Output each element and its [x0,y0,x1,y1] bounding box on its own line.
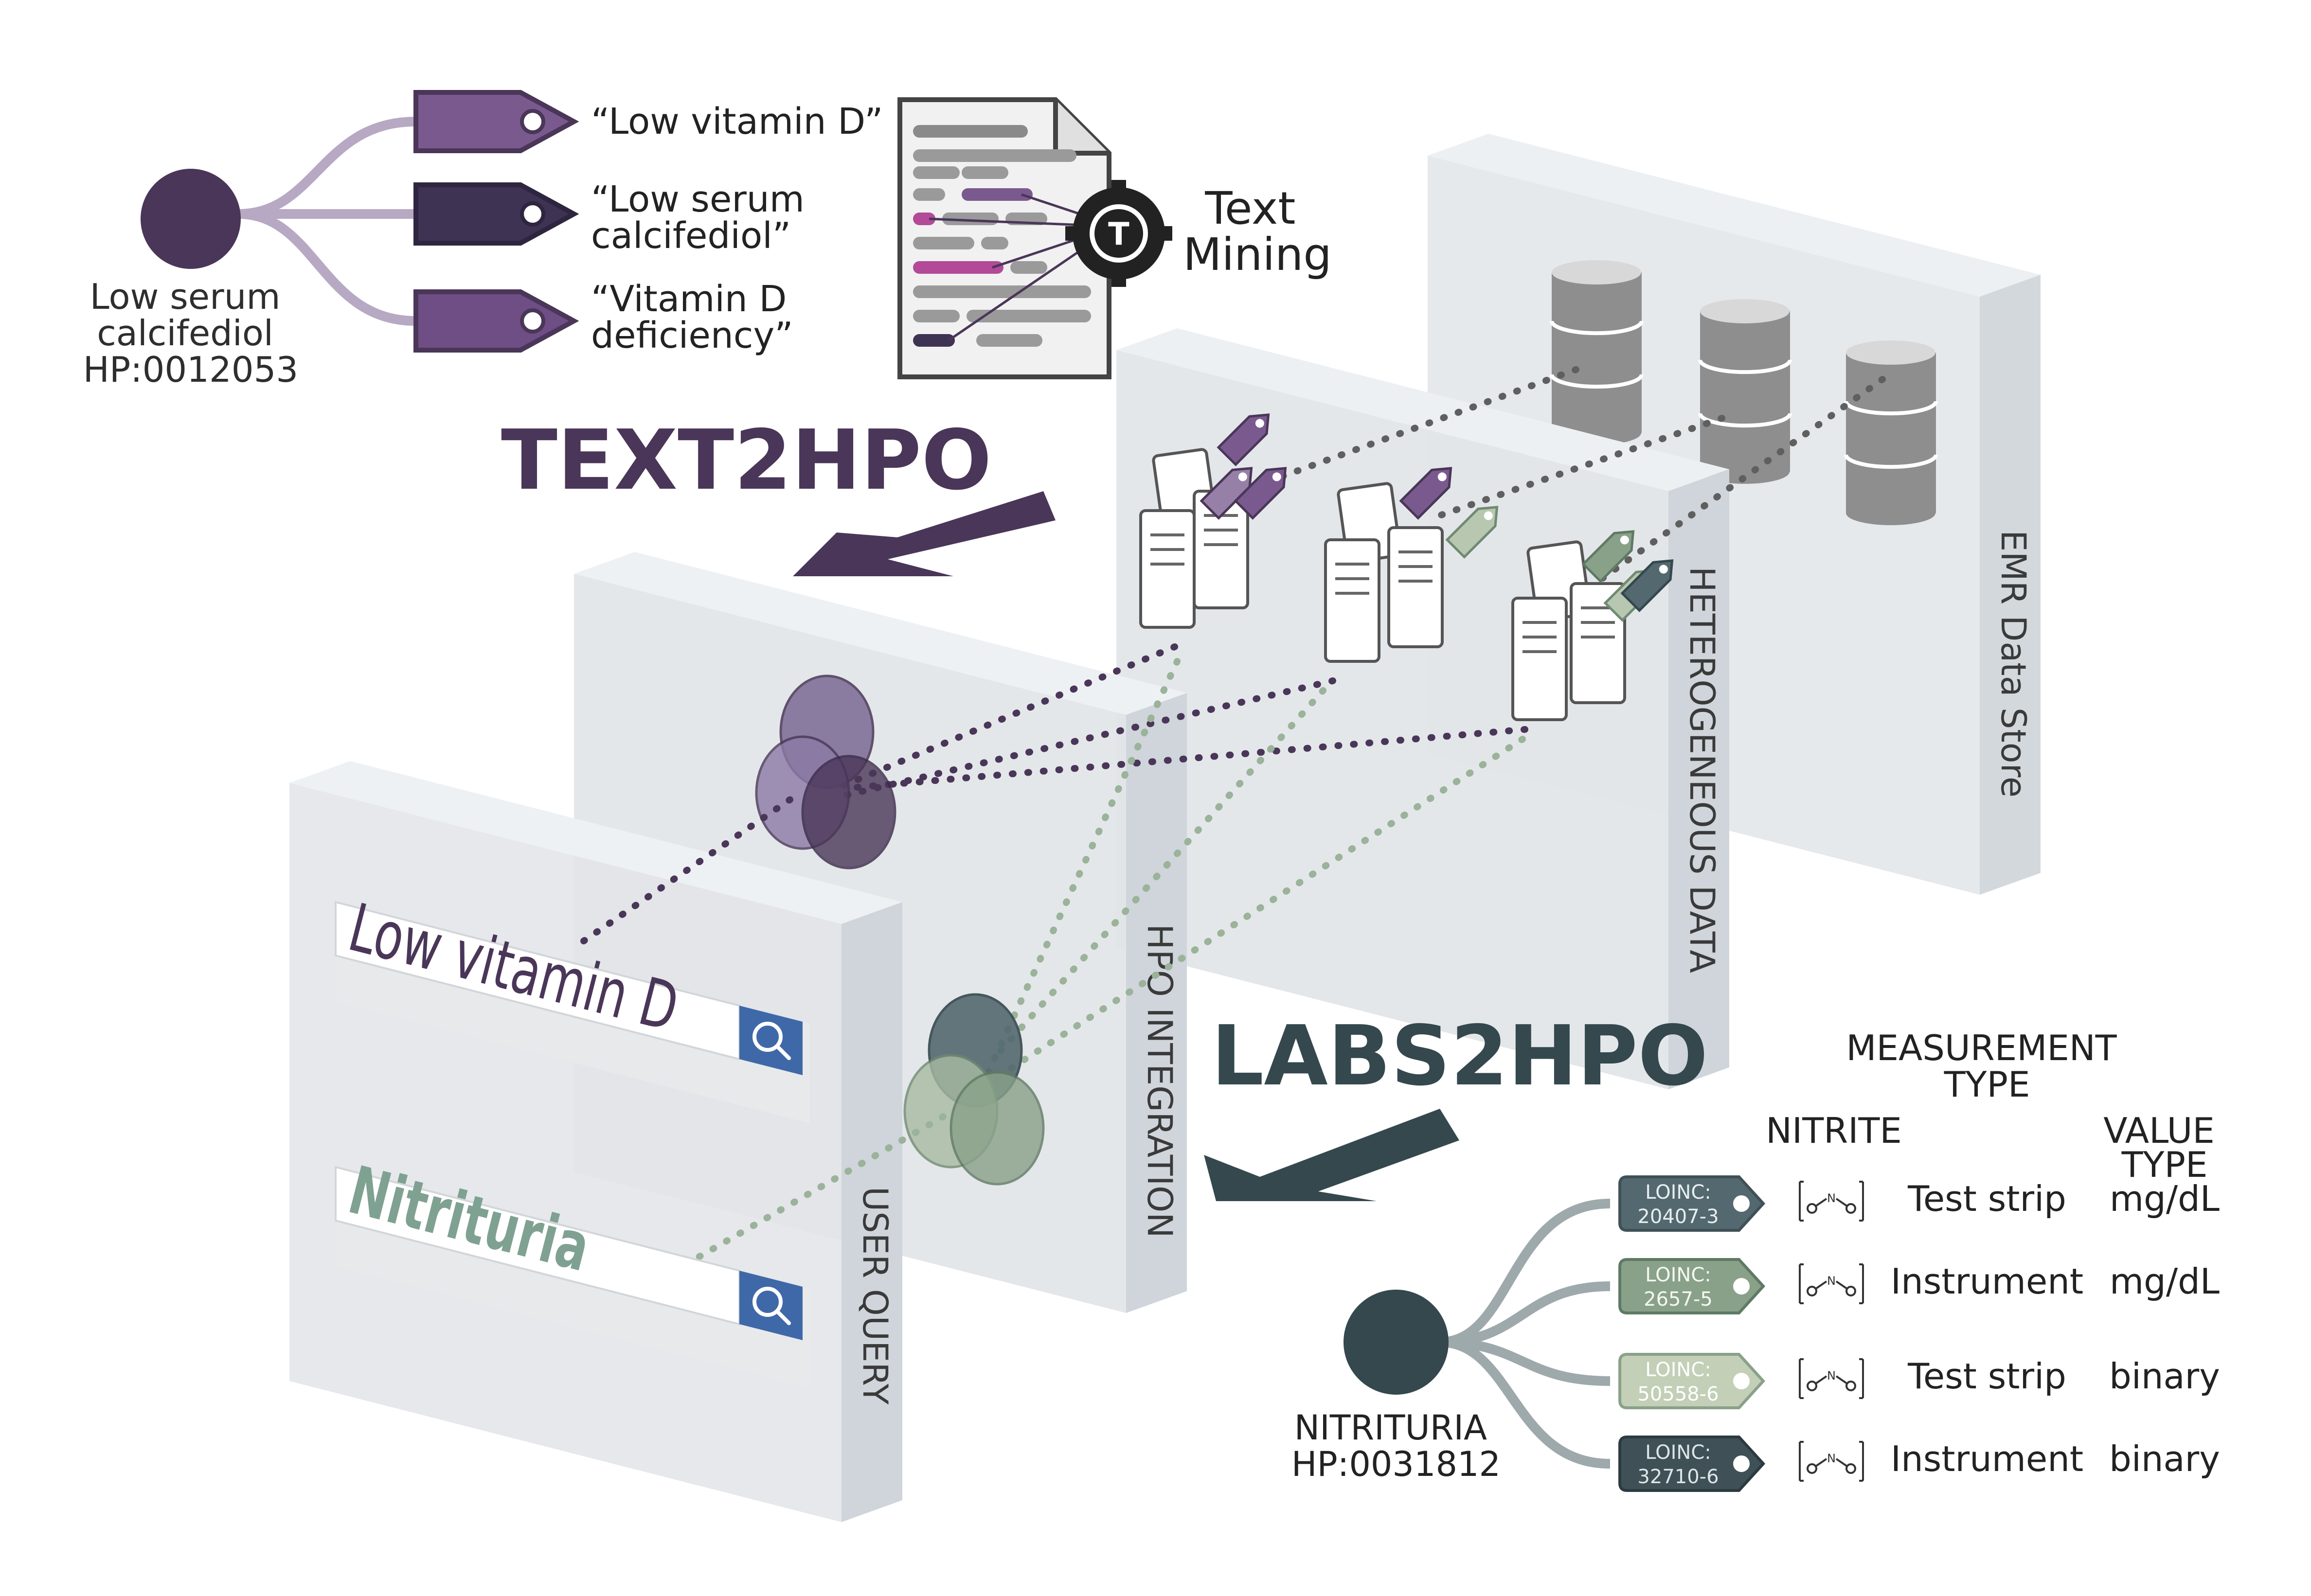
synonym-tag-1 [413,90,579,153]
search-icon [752,1287,791,1325]
labs2hpo-title: LABS2HPO [1211,1008,1708,1104]
value-type: mg/dL [2110,1261,2220,1302]
loinc-code: 50558-6 [1637,1383,1719,1405]
document-cluster [1511,530,1674,721]
value-type-header: VALUE TYPE [2103,1110,2226,1185]
loinc-code: 20407-3 [1637,1206,1719,1228]
database-cylinders [1550,260,1938,525]
svg-text:N: N [1827,1452,1836,1465]
nitrite-molecule-icon: N [1799,1263,1864,1304]
hpo-node-nitrituria [1344,1290,1449,1395]
document-clusters [1139,413,1674,721]
tag-icon [1581,530,1635,583]
labs2hpo-arrow [1204,1109,1459,1201]
database-icon [1550,260,1644,445]
measurement-type: Test strip [1907,1178,2066,1219]
text2hpo-title: TEXT2HPO [501,412,992,509]
synonym-tag-3 [413,289,579,353]
tag-icon [1200,467,1253,520]
loinc-code: 32710-6 [1637,1466,1719,1488]
tag-icon [1217,413,1270,466]
measurement-type: Instrument [1891,1438,2083,1479]
heterogeneous-data-label: HETEROGENEOUS DATA [1682,567,1722,973]
database-icon [1844,340,1938,525]
hpo-node-calcifediol [141,169,241,269]
docs-to-hpo-links-purple [841,643,1528,798]
value-type: mg/dL [2110,1178,2220,1219]
docs-to-hpo-links-green [979,658,1526,1088]
venn-green [903,993,1045,1186]
tag-icon [1445,506,1499,559]
emr-to-docs-links [1252,366,1886,592]
synonym-text-3: “Vitamin D deficiency” [591,278,798,356]
nitrite-molecule-icons: N N N N [1799,1181,1864,1482]
nitrite-header: NITRITE [1766,1110,1902,1151]
venn-purple [755,674,896,869]
vitd-synonym-connectors [238,117,416,326]
text-mining-icon-letter: T [1108,216,1129,252]
nitrite-molecule-icon: N [1799,1358,1864,1399]
tag-icon [1620,559,1674,612]
measurement-type-header: MEASUREMENT TYPE [1846,1028,2128,1105]
synonym-tag-2 [413,182,579,246]
svg-text:N: N [1827,1369,1836,1383]
tag-icon [1234,467,1287,520]
synonym-text-2: “Low serum calcifediol” [591,178,816,257]
svg-text:N: N [1827,1274,1836,1288]
nitrite-molecule-icon: N [1799,1181,1864,1222]
text2hpo-arrow [793,491,1056,576]
text-mining-gear-icon: T [1065,180,1172,287]
lab-connectors [1439,1199,1611,1469]
loinc-label: LOINC: [1645,1181,1711,1204]
svg-text:N: N [1827,1191,1836,1205]
search-icon [752,1022,791,1060]
loinc-label: LOINC: [1645,1264,1711,1286]
document-cluster [1324,467,1499,663]
value-type: binary [2109,1356,2220,1397]
loinc-label: LOINC: [1645,1359,1711,1381]
tag-icon [1399,467,1452,520]
measurement-type: Test strip [1907,1356,2066,1397]
loinc-code: 2657-5 [1644,1288,1713,1311]
text-mining-document-icon [897,97,1111,379]
synonym-text-1: “Low vitamin D” [591,101,883,142]
text-mining-label: Text Mining [1183,182,1332,281]
database-icon [1698,299,1792,484]
loinc-row: LOINC: 20407-3 Test strip mg/dL [1618,1175,2220,1232]
value-type: binary [2109,1438,2220,1479]
measurement-type: Instrument [1891,1261,2083,1302]
hpo-node-nitrituria-label: NITRITURIA HP:0031812 [1291,1408,1501,1484]
heterogeneous-data-panel: HETEROGENEOUS DATA [1116,328,1729,1089]
nitrite-molecule-icon: N [1799,1441,1864,1482]
document-cluster [1139,413,1287,629]
query-to-venn-links [580,789,952,1268]
loinc-row: LOINC: 32710-6 Instrument binary [1618,1436,2220,1492]
loinc-label: LOINC: [1645,1441,1711,1464]
loinc-row: LOINC: 50558-6 Test strip binary [1618,1353,2220,1409]
loinc-row: LOINC: 2657-5 Instrument mg/dL [1618,1258,2220,1314]
emr-data-store-label: EMR Data Store [1993,530,2033,798]
hpo-node-calcifediol-label: Low serum calcifediol HP:0012053 [83,276,298,390]
user-query-label: USER QUERY [855,1187,895,1405]
hpo-integration-label: HPO INTEGRATION [1140,924,1180,1238]
